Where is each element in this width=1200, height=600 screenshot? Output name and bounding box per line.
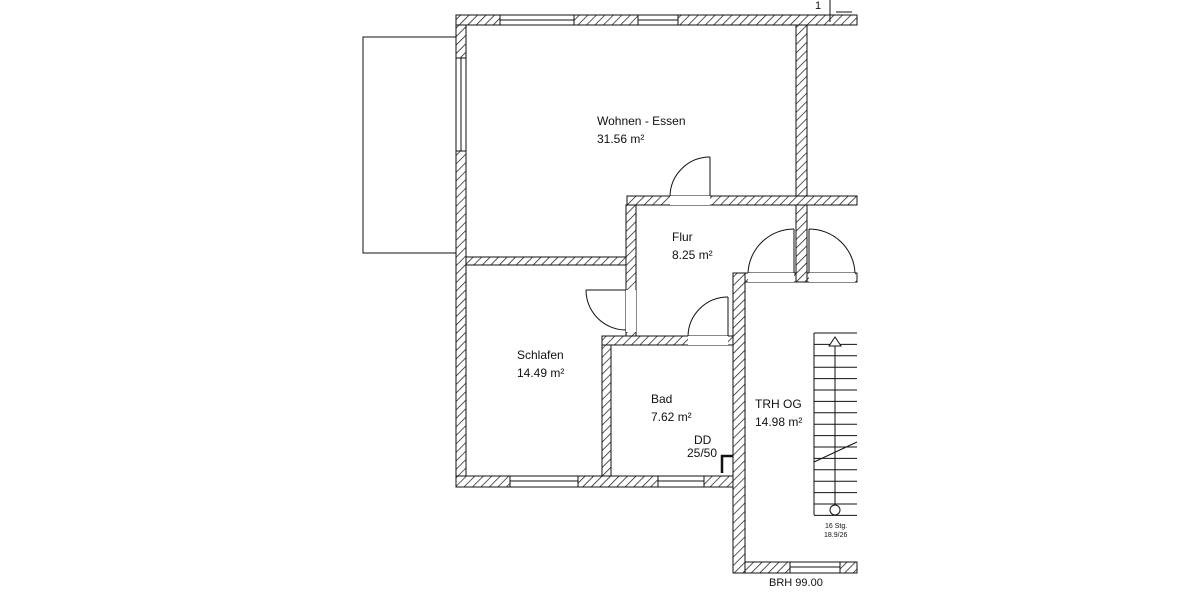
top-mark-label: 1 — [815, 0, 821, 12]
door-bedroom-arc — [585, 289, 627, 331]
room-area-trh: 14.98 m² — [755, 415, 802, 429]
stair-start-icon — [829, 504, 841, 516]
stairs — [813, 332, 858, 516]
wall-bedroom-bad — [601, 335, 612, 477]
door-stair-right-arc — [808, 228, 856, 274]
stairs-steps-label: 16 Stg. — [825, 523, 847, 530]
stair-arrow-icon — [828, 336, 842, 347]
room-area-living: 31.56 m² — [597, 132, 644, 146]
duct-symbol — [720, 454, 733, 473]
room-area-schlafen: 14.49 m² — [517, 366, 564, 380]
room-area-flur: 8.25 m² — [672, 248, 713, 262]
room-area-bad: 7.62 m² — [651, 410, 692, 424]
room-name-trh: TRH OG — [755, 397, 802, 411]
windows — [455, 14, 841, 574]
room-name-schlafen: Schlafen — [517, 348, 564, 362]
room-name-living: Wohnen - Essen — [597, 114, 686, 128]
walls — [455, 14, 858, 574]
wall-pillar — [795, 204, 808, 283]
door-bad-arc — [687, 296, 729, 337]
door-stair-left-arc — [747, 228, 795, 274]
doors — [585, 156, 856, 345]
stairs-ratio-label: 18.9/26 — [824, 532, 847, 539]
wall-stair-left — [732, 272, 746, 574]
balcony-outline — [362, 36, 457, 254]
door-living-arc — [669, 156, 711, 197]
wall-flur-top — [626, 195, 858, 206]
parapet-label: BRH 99.00 — [769, 577, 823, 589]
wall-living-right — [795, 24, 808, 197]
duct-size: 25/50 — [687, 446, 717, 460]
wall-living-bedroom — [465, 256, 627, 266]
duct-name: DD — [694, 433, 712, 447]
room-name-bad: Bad — [651, 392, 672, 406]
room-name-flur: Flur — [672, 230, 693, 244]
